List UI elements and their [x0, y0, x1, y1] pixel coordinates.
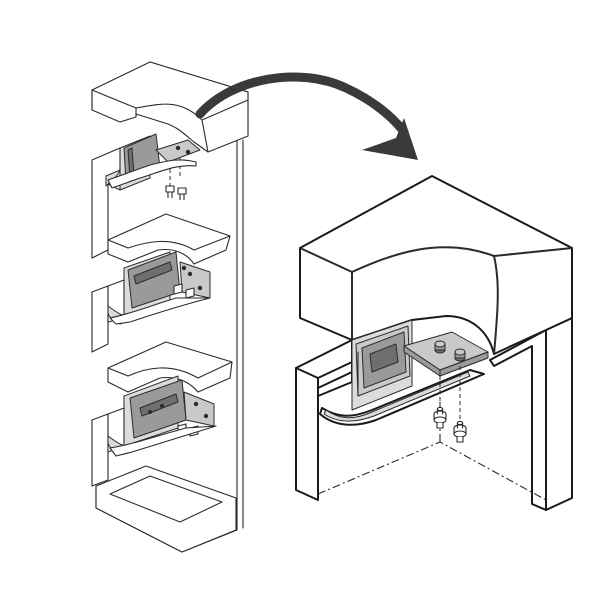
panel-2 — [91, 279, 211, 353]
right-wall-inner — [489, 329, 547, 511]
bracket-set-3 — [123, 375, 215, 447]
fastener-guides — [439, 366, 461, 420]
bolt-2 — [453, 420, 467, 443]
top-block — [299, 175, 573, 355]
corner-column — [91, 61, 249, 553]
shelf-2 — [107, 213, 231, 265]
shelf-3 — [107, 341, 233, 393]
detail-shelf-lip — [319, 369, 485, 426]
detail-view — [295, 175, 573, 511]
panel-3 — [91, 407, 217, 487]
top-cap — [91, 61, 249, 153]
right-wall-face — [545, 317, 573, 511]
panel-1 — [91, 147, 197, 259]
detail-panel — [351, 319, 413, 411]
floor-hidden-edge — [317, 441, 547, 501]
detail-bracket — [403, 331, 489, 377]
bracket-set-2 — [123, 251, 211, 319]
column-base — [95, 465, 237, 553]
curved-arrow — [195, 72, 418, 160]
left-wall-face — [295, 367, 319, 501]
bolt-1 — [433, 406, 447, 429]
